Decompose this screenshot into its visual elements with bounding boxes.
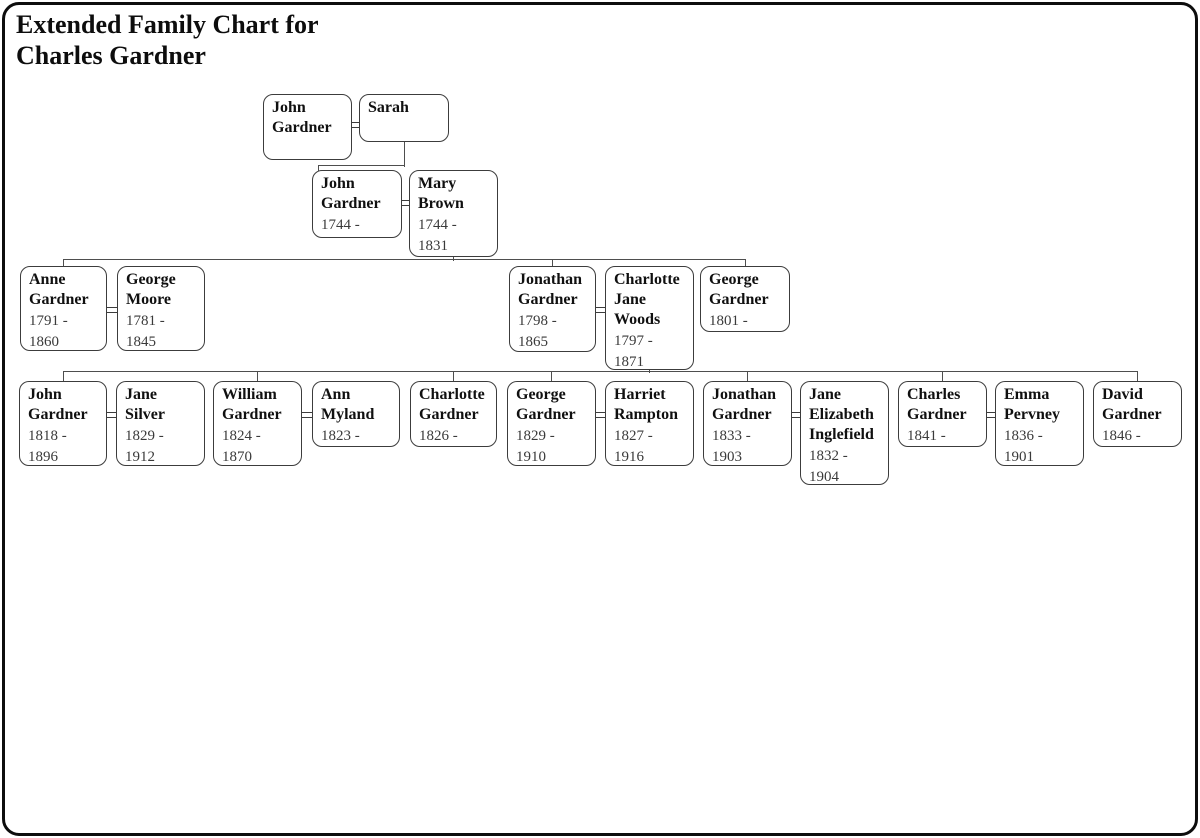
person-dates: 1829 - 1910 (516, 428, 555, 465)
descent-connector-line (745, 259, 747, 267)
person-box-g4_ann_myland[interactable]: Ann Myland 1823 - (312, 381, 400, 447)
person-name: George Gardner (709, 271, 769, 308)
descent-connector-line (63, 259, 65, 267)
person-name: Ann Myland (321, 386, 375, 423)
person-box-g1_sarah[interactable]: Sarah (359, 94, 449, 142)
person-name: Mary Brown (418, 175, 464, 212)
person-box-g4_william[interactable]: William Gardner 1824 - 1870 (213, 381, 302, 466)
descent-connector-line (318, 165, 405, 167)
person-box-g4_jane_silver[interactable]: Jane Silver 1829 - 1912 (116, 381, 205, 466)
marriage-connector (401, 200, 410, 206)
person-dates: 1791 - 1860 (29, 313, 68, 350)
descent-connector-line (1137, 371, 1139, 382)
person-dates: 1797 - 1871 (614, 333, 653, 370)
person-name: Charlotte Gardner (419, 386, 485, 423)
person-name: David Gardner (1102, 386, 1162, 423)
descent-connector-line (318, 165, 320, 171)
person-box-g3_anne[interactable]: Anne Gardner 1791 - 1860 (20, 266, 107, 351)
person-box-g4_john[interactable]: John Gardner 1818 - 1896 (19, 381, 107, 466)
person-dates: 1841 - (907, 428, 946, 444)
person-box-g4_george[interactable]: George Gardner 1829 - 1910 (507, 381, 596, 466)
person-dates: 1829 - 1912 (125, 428, 164, 465)
person-name: John Gardner (272, 99, 332, 136)
person-box-g4_harriet[interactable]: Harriet Rampton 1827 - 1916 (605, 381, 694, 466)
marriage-connector (301, 412, 313, 418)
person-dates: 1798 - 1865 (518, 313, 557, 350)
person-box-g3_charlotte_woods[interactable]: Charlotte Jane Woods 1797 - 1871 (605, 266, 694, 370)
person-box-g4_emma[interactable]: Emma Pervney 1836 - 1901 (995, 381, 1084, 466)
person-name: Jonathan Gardner (518, 271, 583, 308)
person-box-g4_jane_inglefield[interactable]: Jane Elizabeth Inglefield 1832 - 1904 (800, 381, 889, 485)
person-name: Harriet Rampton (614, 386, 679, 423)
person-dates: 1744 - 1831 (418, 217, 457, 254)
marriage-connector (351, 122, 360, 128)
descent-connector-line (404, 142, 406, 167)
descent-connector-line (453, 256, 455, 261)
marriage-connector (106, 412, 117, 418)
marriage-connector (106, 307, 118, 313)
person-dates: 1826 - (419, 428, 458, 444)
marriage-connector (595, 307, 606, 313)
person-name: George Moore (126, 271, 176, 308)
person-dates: 1833 - 1903 (712, 428, 751, 465)
person-name: Jonathan Gardner (712, 386, 777, 423)
person-name: Charles Gardner (907, 386, 967, 423)
person-dates: 1818 - 1896 (28, 428, 67, 465)
marriage-connector (791, 412, 801, 418)
person-box-g2_john[interactable]: John Gardner 1744 - (312, 170, 402, 238)
person-name: Jane Elizabeth Inglefield (809, 386, 874, 443)
person-dates: 1781 - 1845 (126, 313, 165, 350)
person-box-g3_george_moore[interactable]: George Moore 1781 - 1845 (117, 266, 205, 351)
page-title: Extended Family Chart for Charles Gardne… (16, 9, 319, 71)
descent-connector-line (453, 371, 455, 382)
descent-connector-line (257, 371, 259, 382)
descent-connector-line (63, 371, 1138, 373)
person-box-g4_jonathan[interactable]: Jonathan Gardner 1833 - 1903 (703, 381, 792, 466)
person-box-g1_john[interactable]: John Gardner (263, 94, 352, 160)
person-name: William Gardner (222, 386, 282, 423)
person-box-g4_charles[interactable]: Charles Gardner 1841 - (898, 381, 987, 447)
person-name: John Gardner (321, 175, 381, 212)
person-dates: 1836 - 1901 (1004, 428, 1043, 465)
marriage-connector (595, 412, 606, 418)
person-name: Sarah (368, 99, 409, 116)
person-name: Anne Gardner (29, 271, 89, 308)
marriage-connector (986, 412, 996, 418)
person-name: Emma Pervney (1004, 386, 1060, 423)
person-name: John Gardner (28, 386, 88, 423)
person-dates: 1823 - (321, 428, 360, 444)
person-box-g2_mary[interactable]: Mary Brown 1744 - 1831 (409, 170, 498, 257)
person-dates: 1824 - 1870 (222, 428, 261, 465)
person-box-g4_david[interactable]: David Gardner 1846 - (1093, 381, 1182, 447)
person-dates: 1832 - 1904 (809, 448, 848, 485)
descent-connector-line (552, 259, 554, 267)
person-box-g4_charlotte[interactable]: Charlotte Gardner 1826 - (410, 381, 497, 447)
person-dates: 1846 - (1102, 428, 1141, 444)
person-name: George Gardner (516, 386, 576, 423)
person-dates: 1827 - 1916 (614, 428, 653, 465)
page-title-line1: Extended Family Chart for (16, 10, 319, 39)
descent-connector-line (63, 259, 746, 261)
person-dates: 1801 - (709, 313, 748, 329)
descent-connector-line (747, 371, 749, 382)
page-title-line2: Charles Gardner (16, 41, 206, 70)
person-name: Charlotte Jane Woods (614, 271, 680, 328)
descent-connector-line (942, 371, 944, 382)
person-name: Jane Silver (125, 386, 165, 423)
person-box-g3_george[interactable]: George Gardner 1801 - (700, 266, 790, 332)
descent-connector-line (551, 371, 553, 382)
person-box-g3_jonathan[interactable]: Jonathan Gardner 1798 - 1865 (509, 266, 596, 352)
person-dates: 1744 - (321, 217, 360, 233)
descent-connector-line (63, 371, 65, 382)
